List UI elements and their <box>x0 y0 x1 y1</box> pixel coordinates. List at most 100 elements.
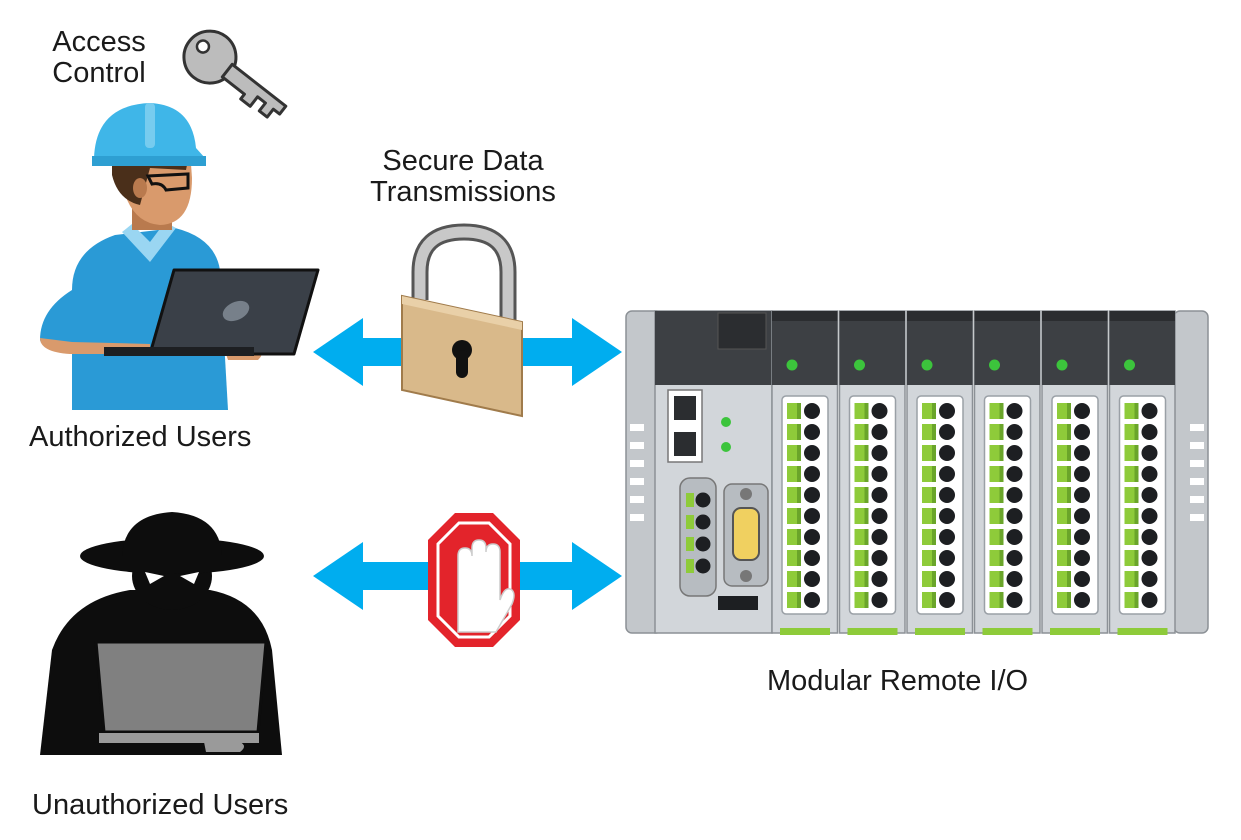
terminal-clip <box>787 424 797 440</box>
io-module <box>771 310 839 635</box>
terminal-screw <box>1006 424 1023 440</box>
terminal-screw <box>695 492 711 508</box>
terminal-clip <box>787 529 797 545</box>
terminal-screw <box>1141 403 1158 419</box>
terminal-clip <box>787 487 797 503</box>
terminal-clip <box>787 403 797 419</box>
terminal-clip <box>1057 550 1067 566</box>
terminal-clip <box>854 550 865 566</box>
led-indicator <box>721 442 731 452</box>
terminal-clip <box>1057 487 1067 503</box>
terminal-screw <box>871 445 888 461</box>
vent-slot <box>1190 478 1204 485</box>
terminal-clip <box>989 466 1000 482</box>
access-control-line1: Access <box>52 26 146 58</box>
vent-slot <box>1190 442 1204 449</box>
hacker-with-laptop-icon <box>40 512 282 755</box>
terminal-screw <box>1074 550 1090 566</box>
terminal-clip <box>922 571 932 587</box>
terminal-screw <box>939 592 955 608</box>
terminal-clip <box>686 559 694 573</box>
terminal-screw <box>1141 529 1158 545</box>
terminal-screw <box>871 403 888 419</box>
terminal-screw <box>939 424 955 440</box>
unauthorized-users-label: Unauthorized Users <box>32 789 289 821</box>
terminal-clip <box>1057 403 1067 419</box>
terminal-screw <box>1074 424 1090 440</box>
terminal-screw <box>695 536 711 552</box>
terminal-screw <box>939 487 955 503</box>
terminal-clip <box>854 487 865 503</box>
module-latch <box>1117 628 1168 635</box>
terminal-clip <box>989 424 1000 440</box>
terminal-screw <box>1074 529 1090 545</box>
terminal-clip <box>1124 445 1135 461</box>
terminal-clip <box>989 508 1000 524</box>
terminal-screw <box>1074 487 1090 503</box>
terminal-screw <box>871 571 888 587</box>
terminal-clip <box>1124 550 1135 566</box>
terminal-screw <box>871 424 888 440</box>
terminal-clip <box>922 592 932 608</box>
led-indicator <box>921 359 933 371</box>
terminal-clip <box>1124 487 1135 503</box>
terminal-screw <box>804 529 820 545</box>
terminal-screw <box>939 529 955 545</box>
module-latch <box>915 628 965 635</box>
module-latch <box>1050 628 1100 635</box>
terminal-clip <box>1124 466 1135 482</box>
secure-data-line2: Transmissions <box>370 176 556 208</box>
terminal-screw <box>1006 487 1023 503</box>
terminal-screw <box>871 487 888 503</box>
terminal-clip <box>854 424 865 440</box>
vent-slot <box>630 496 644 503</box>
terminal-clip <box>989 592 1000 608</box>
terminal-clip <box>686 515 694 529</box>
terminal-clip <box>1124 529 1135 545</box>
terminal-clip <box>922 487 932 503</box>
terminal-clip <box>787 571 797 587</box>
terminal-screw <box>1141 487 1158 503</box>
terminal-screw <box>1006 403 1023 419</box>
terminal-screw <box>1141 445 1158 461</box>
terminal-clip <box>1057 508 1067 524</box>
vent-slot <box>630 424 644 431</box>
vent-slot <box>1190 424 1204 431</box>
modular-remote-io-label: Modular Remote I/O <box>767 665 1029 697</box>
terminal-screw <box>871 592 888 608</box>
terminal-screw <box>1141 466 1158 482</box>
terminal-clip <box>989 403 1000 419</box>
terminal-screw <box>939 571 955 587</box>
terminal-clip <box>686 493 694 507</box>
terminal-clip <box>787 466 797 482</box>
led-indicator <box>721 417 731 427</box>
terminal-clip <box>989 445 1000 461</box>
terminal-screw <box>804 592 820 608</box>
terminal-clip <box>1057 529 1067 545</box>
terminal-screw <box>1006 592 1023 608</box>
terminal-screw <box>1074 592 1090 608</box>
vent-slot <box>630 460 644 467</box>
led-indicator <box>989 359 1000 371</box>
terminal-screw <box>695 558 711 574</box>
terminal-screw <box>1006 550 1023 566</box>
io-module <box>906 310 974 635</box>
terminal-clip <box>787 550 797 566</box>
io-module <box>1108 310 1176 635</box>
terminal-screw <box>939 550 955 566</box>
terminal-screw <box>871 508 888 524</box>
terminal-screw <box>1006 445 1023 461</box>
vent-slot <box>630 442 644 449</box>
vent-slot <box>1190 460 1204 467</box>
terminal-clip <box>787 508 797 524</box>
secure-data-label: Secure Data Transmissions <box>352 146 574 208</box>
led-indicator <box>1124 359 1135 371</box>
engineer-with-laptop-icon <box>40 103 320 410</box>
terminal-screw <box>1141 592 1158 608</box>
terminal-screw <box>1074 403 1090 419</box>
access-control-label: Access Control <box>34 27 164 89</box>
terminal-clip <box>854 571 865 587</box>
padlock-icon <box>401 223 523 418</box>
terminal-clip <box>854 466 865 482</box>
terminal-screw <box>1141 571 1158 587</box>
